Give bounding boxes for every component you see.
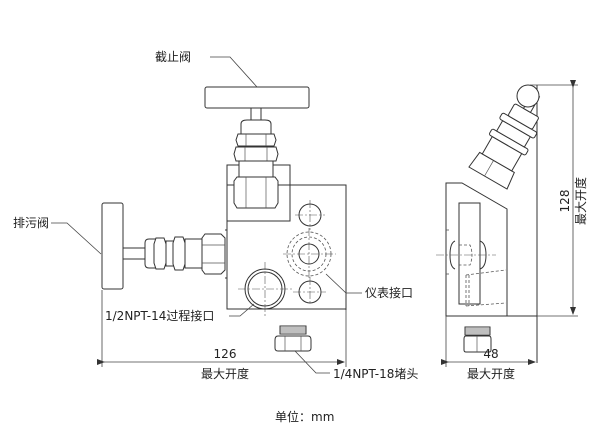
height-value: 128 [558, 190, 572, 213]
width-dimension: 126 最大开度 [97, 290, 347, 381]
depth-label: 最大开度 [467, 366, 515, 381]
bottom-plug [274, 325, 312, 352]
stop-valve-handle [204, 86, 310, 109]
process-port-leader [229, 303, 255, 317]
drain-hex-nut-1-icon [153, 237, 167, 270]
height-dimension: 128 最大开度 [530, 80, 588, 317]
drain-valve-leader [51, 222, 102, 255]
instrument-port-label: 仪表接口 [365, 285, 413, 300]
depth-value: 48 [483, 347, 498, 361]
unit-note: 单位：mm [275, 409, 334, 424]
stop-valve-leader [210, 56, 258, 88]
process-port-label: 1/2NPT-14过程接口 [105, 308, 214, 323]
angled-valve-knob [516, 84, 540, 108]
width-label: 最大开度 [201, 366, 249, 381]
plug-leader [294, 350, 330, 374]
hex-nut-upper-icon [235, 133, 277, 147]
packing-nut-icon [240, 119, 272, 135]
drain-valve-label: 排污阀 [13, 216, 49, 230]
bonnet-hex-icon [233, 176, 279, 209]
drain-hex-body-icon [201, 233, 226, 275]
depth-dimension: 48 最大开度 [441, 316, 536, 381]
port-holes [238, 200, 336, 316]
angled-valve [468, 92, 541, 190]
drain-hex-nut-2-icon [172, 236, 186, 271]
hex-nut-middle-icon [233, 146, 279, 162]
side-view [436, 84, 541, 363]
height-label: 最大开度 [573, 177, 588, 225]
stop-valve-label: 截止阀 [155, 50, 191, 64]
drain-valve-stem [122, 247, 146, 260]
plug-label: 1/4NPT-18堵头 [333, 367, 418, 381]
width-value: 126 [214, 347, 237, 361]
drain-valve-handle [101, 202, 124, 290]
instrument-port-leader [325, 273, 362, 294]
